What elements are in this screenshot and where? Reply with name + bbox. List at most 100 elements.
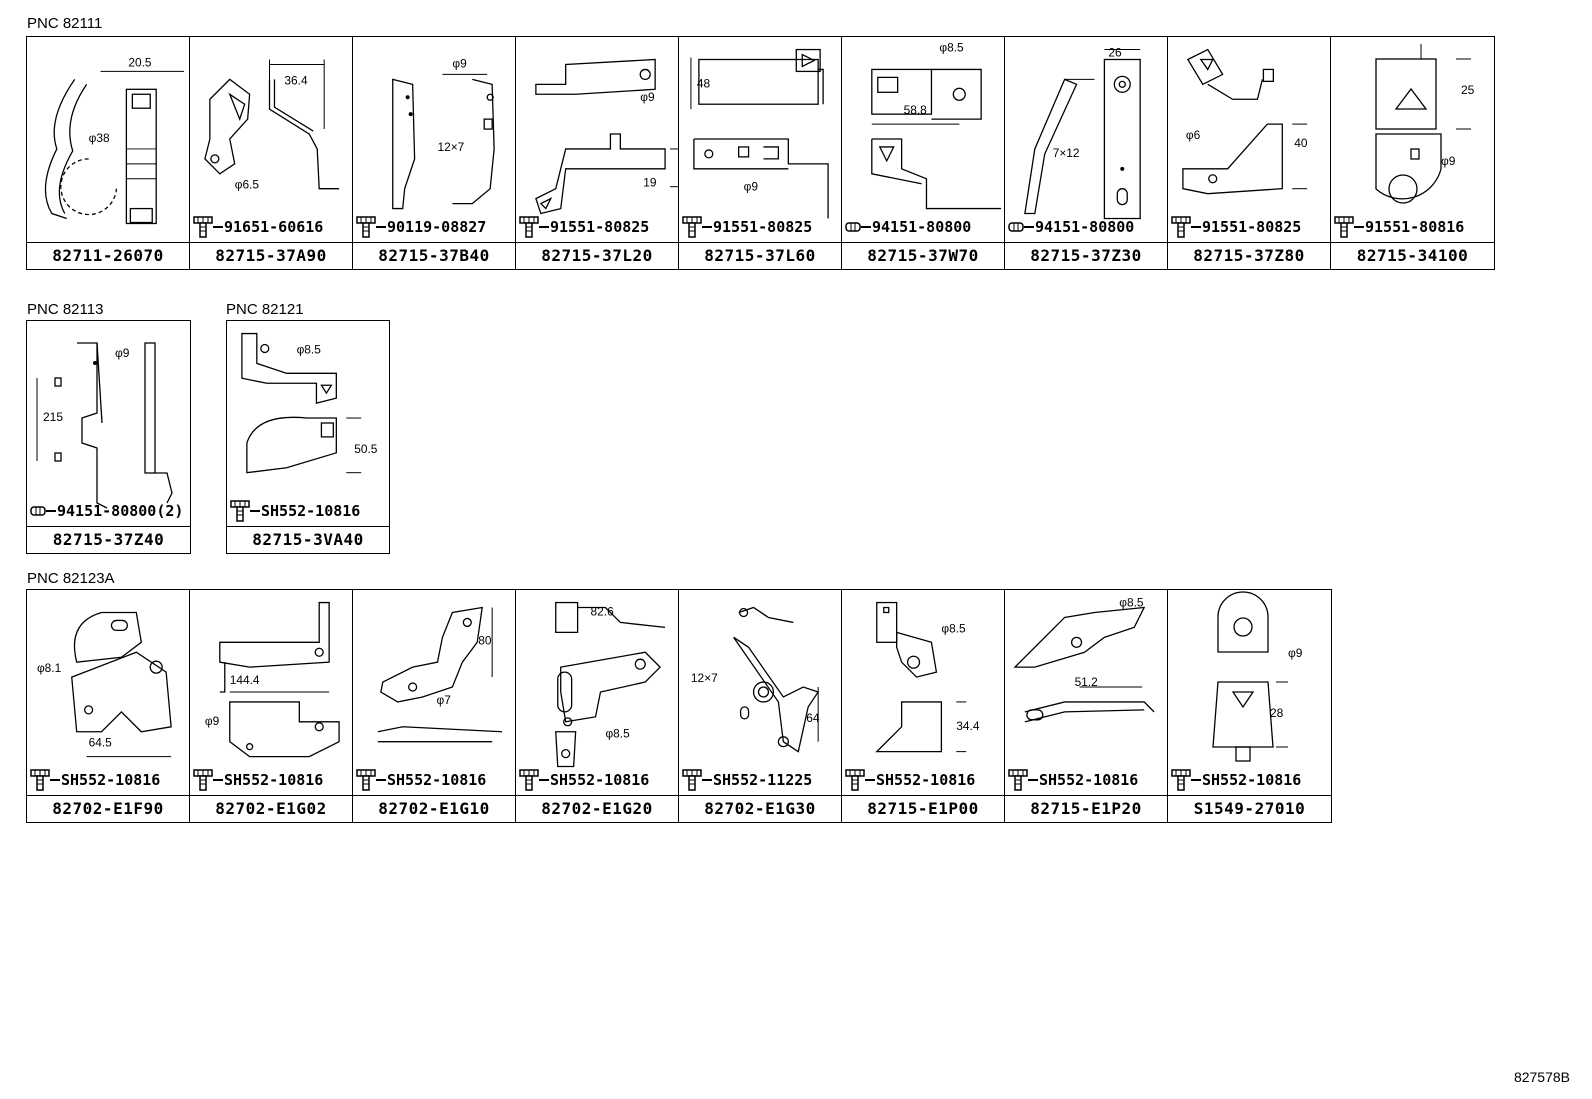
hex-bolt-icon	[356, 769, 376, 791]
dimension-label: φ7	[436, 693, 451, 707]
hex-bolt-icon	[519, 216, 539, 238]
hex-bolt-icon	[519, 769, 539, 791]
leader-line	[1024, 226, 1034, 228]
fastener-part-number: SH552-10816	[1202, 771, 1302, 789]
hex-bolt-icon	[682, 216, 702, 238]
dimension-label: 26	[1108, 46, 1122, 60]
fastener-part-number: 91551-80825	[550, 218, 650, 236]
dimension-label: φ6.5	[235, 178, 260, 192]
part-number: 82702-E1G02	[190, 795, 352, 822]
fastener-part-number: SH552-10816	[387, 771, 487, 789]
leader-line	[1191, 226, 1201, 228]
part-illustration: φ8.5 58.8	[842, 37, 1004, 241]
dimension-label: 28	[1270, 706, 1284, 720]
dimension-label: φ9	[115, 346, 130, 360]
dimension-label: φ9	[1288, 646, 1303, 660]
leader-line	[376, 779, 386, 781]
pnc-label-82123a: PNC 82123A	[27, 570, 115, 587]
dimension-label: 50.5	[354, 442, 378, 456]
part-illustration: φ8.5 34.4	[842, 590, 1004, 794]
leader-line	[539, 226, 549, 228]
leader-line	[865, 779, 875, 781]
clip-nut-icon	[30, 506, 46, 516]
leader-line	[46, 510, 56, 512]
hex-bolt-icon	[845, 769, 865, 791]
pnc-label-82113: PNC 82113	[27, 301, 104, 318]
part-number: 82715-37Z40	[27, 526, 190, 553]
dimension-label: 12×7	[691, 671, 718, 685]
fastener-part-number: 94151-80800(2)	[57, 502, 184, 520]
dimension-label: 80	[478, 633, 492, 647]
fastener-part-number: SH552-11225	[713, 771, 813, 789]
dimension-label: φ6	[1186, 128, 1201, 142]
pnc-label-82111: PNC 82111	[27, 15, 103, 32]
fastener-part-number: 91651-60616	[224, 218, 324, 236]
fastener-callout: 91551-80825	[1171, 216, 1301, 238]
fastener-callout: SH552-10816	[1171, 769, 1301, 791]
fastener-part-number: 91551-80825	[1202, 218, 1302, 236]
part-number: 82715-37L60	[679, 242, 841, 269]
part-number: 82715-37L20	[516, 242, 678, 269]
fastener-callout: 94151-80800(2)	[30, 500, 183, 522]
hex-bolt-icon	[356, 216, 376, 238]
leader-line	[702, 226, 712, 228]
dimension-label: 58.8	[904, 103, 928, 117]
dimension-label: φ9	[205, 714, 220, 728]
dimension-label: 36.4	[284, 73, 308, 87]
part-number: 82711-26070	[27, 242, 189, 269]
dimension-label: 64	[806, 711, 820, 725]
hex-bolt-icon	[193, 769, 213, 791]
fastener-part-number: 90119-08827	[387, 218, 487, 236]
dimension-label: φ8.5	[297, 342, 322, 356]
clip-nut-icon	[845, 222, 861, 232]
part-illustration: φ6 40	[1168, 37, 1330, 241]
dimension-label: 40	[1294, 136, 1308, 150]
fastener-callout: SH552-11225	[682, 769, 812, 791]
dimension-label: φ8.5	[939, 41, 964, 55]
fastener-callout: 91551-80825	[682, 216, 812, 238]
part-number: 82715-37W70	[842, 242, 1004, 269]
illustration-reference-code: 827578B	[1513, 1069, 1570, 1085]
hex-bolt-icon	[1008, 769, 1028, 791]
dimension-label: φ8.5	[941, 621, 966, 635]
fastener-part-number: 91551-80816	[1365, 218, 1465, 236]
part-number: 82702-E1G10	[353, 795, 515, 822]
dimension-label: 12×7	[437, 140, 464, 154]
leader-line	[250, 510, 260, 512]
leader-line	[213, 779, 223, 781]
leader-line	[1354, 226, 1364, 228]
fastener-part-number: SH552-10816	[261, 502, 361, 520]
dimension-label: 34.4	[956, 719, 980, 733]
hex-bolt-icon	[1334, 216, 1354, 238]
fastener-callout: 94151-80800	[1008, 216, 1134, 238]
hex-bolt-icon	[30, 769, 50, 791]
dimension-label: 82.6	[591, 604, 615, 618]
fastener-callout: 91551-80816	[1334, 216, 1464, 238]
fastener-callout: SH552-10816	[1008, 769, 1138, 791]
fastener-callout: SH552-10816	[845, 769, 975, 791]
hex-bolt-icon	[230, 500, 250, 522]
